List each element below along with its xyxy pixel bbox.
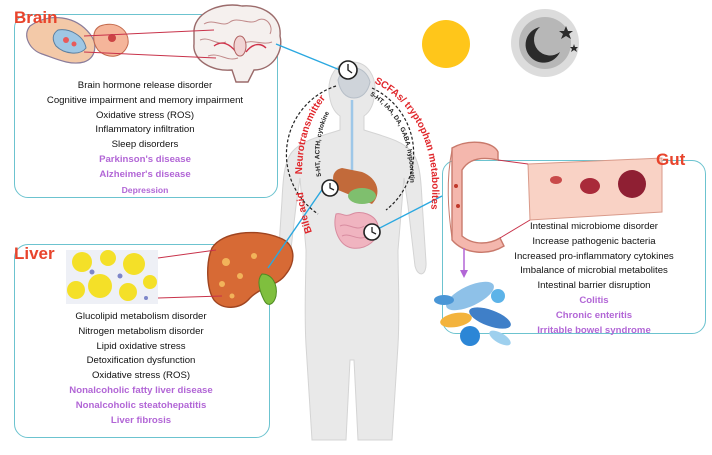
liver-disease: Nonalcoholic steatohepatitis — [75, 399, 207, 411]
brain-item: Cognitive impairment and memory impairme… — [46, 94, 244, 106]
brain-heading: Brain — [14, 8, 58, 27]
clock-icon — [338, 60, 358, 80]
clock-icon — [363, 223, 381, 241]
liver-item: Detoxification dysfunction — [86, 355, 196, 367]
gut-heading: Gut — [656, 150, 686, 169]
brain-disease: Depression — [121, 184, 169, 195]
liver-disease: Liver fibrosis — [110, 414, 172, 426]
gut-disease: Colitis — [579, 294, 609, 306]
brain-item: Sleep disorders — [111, 139, 179, 151]
gut-item: Increase pathogenic bacteria — [532, 235, 656, 247]
liver-effects-list: Glucolipid metabolism disorder Nitrogen … — [14, 310, 268, 428]
brain-item: Inflammatory infiltration — [95, 124, 195, 136]
bacteria-icon — [434, 281, 511, 346]
liver-item: Glucolipid metabolism disorder — [75, 311, 207, 322]
neuron-icon — [26, 17, 129, 64]
gut-disease: Irritable bowel syndrome — [537, 324, 651, 336]
brain-disease: Alzheimer's disease — [99, 168, 191, 180]
liver-tissue-icon — [66, 250, 158, 304]
liver-item: Nitrogen metabolism disorder — [78, 325, 204, 337]
liver-item: Oxidative stress (ROS) — [91, 370, 191, 382]
intestine-icon — [447, 141, 505, 253]
liver-item: Lipid oxidative stress — [96, 340, 186, 352]
liver-icon — [207, 231, 294, 308]
brain-item: Brain hormone release disorder — [77, 80, 213, 91]
brain-disease: Parkinson's disease — [99, 153, 191, 165]
liver-heading: Liver — [14, 244, 55, 263]
gut-item: Imbalance of microbial metabolites — [520, 265, 668, 277]
brain-item: Oxidative stress (ROS) — [95, 109, 195, 121]
inflamed-tissue-icon — [527, 157, 663, 221]
human-body-icon — [277, 61, 427, 441]
sun-icon — [422, 20, 470, 68]
clock-icon — [321, 179, 339, 197]
gut-disease: Chronic enteritis — [555, 309, 633, 321]
moon-icon — [511, 9, 579, 77]
gut-item: Intestinal barrier disruption — [537, 280, 651, 292]
gut-effects-list: Intestinal microbiome disorder Increase … — [514, 220, 674, 338]
connector-lines — [267, 43, 443, 269]
brain-icon — [193, 4, 282, 83]
gut-item: Increased pro-inflammatory cytokines — [514, 250, 674, 262]
brain-effects-list: Brain hormone release disorder Cognitive… — [14, 79, 276, 197]
gut-item: Intestinal microbiome disorder — [530, 221, 658, 232]
liver-disease: Nonalcoholic fatty liver disease — [69, 384, 213, 396]
